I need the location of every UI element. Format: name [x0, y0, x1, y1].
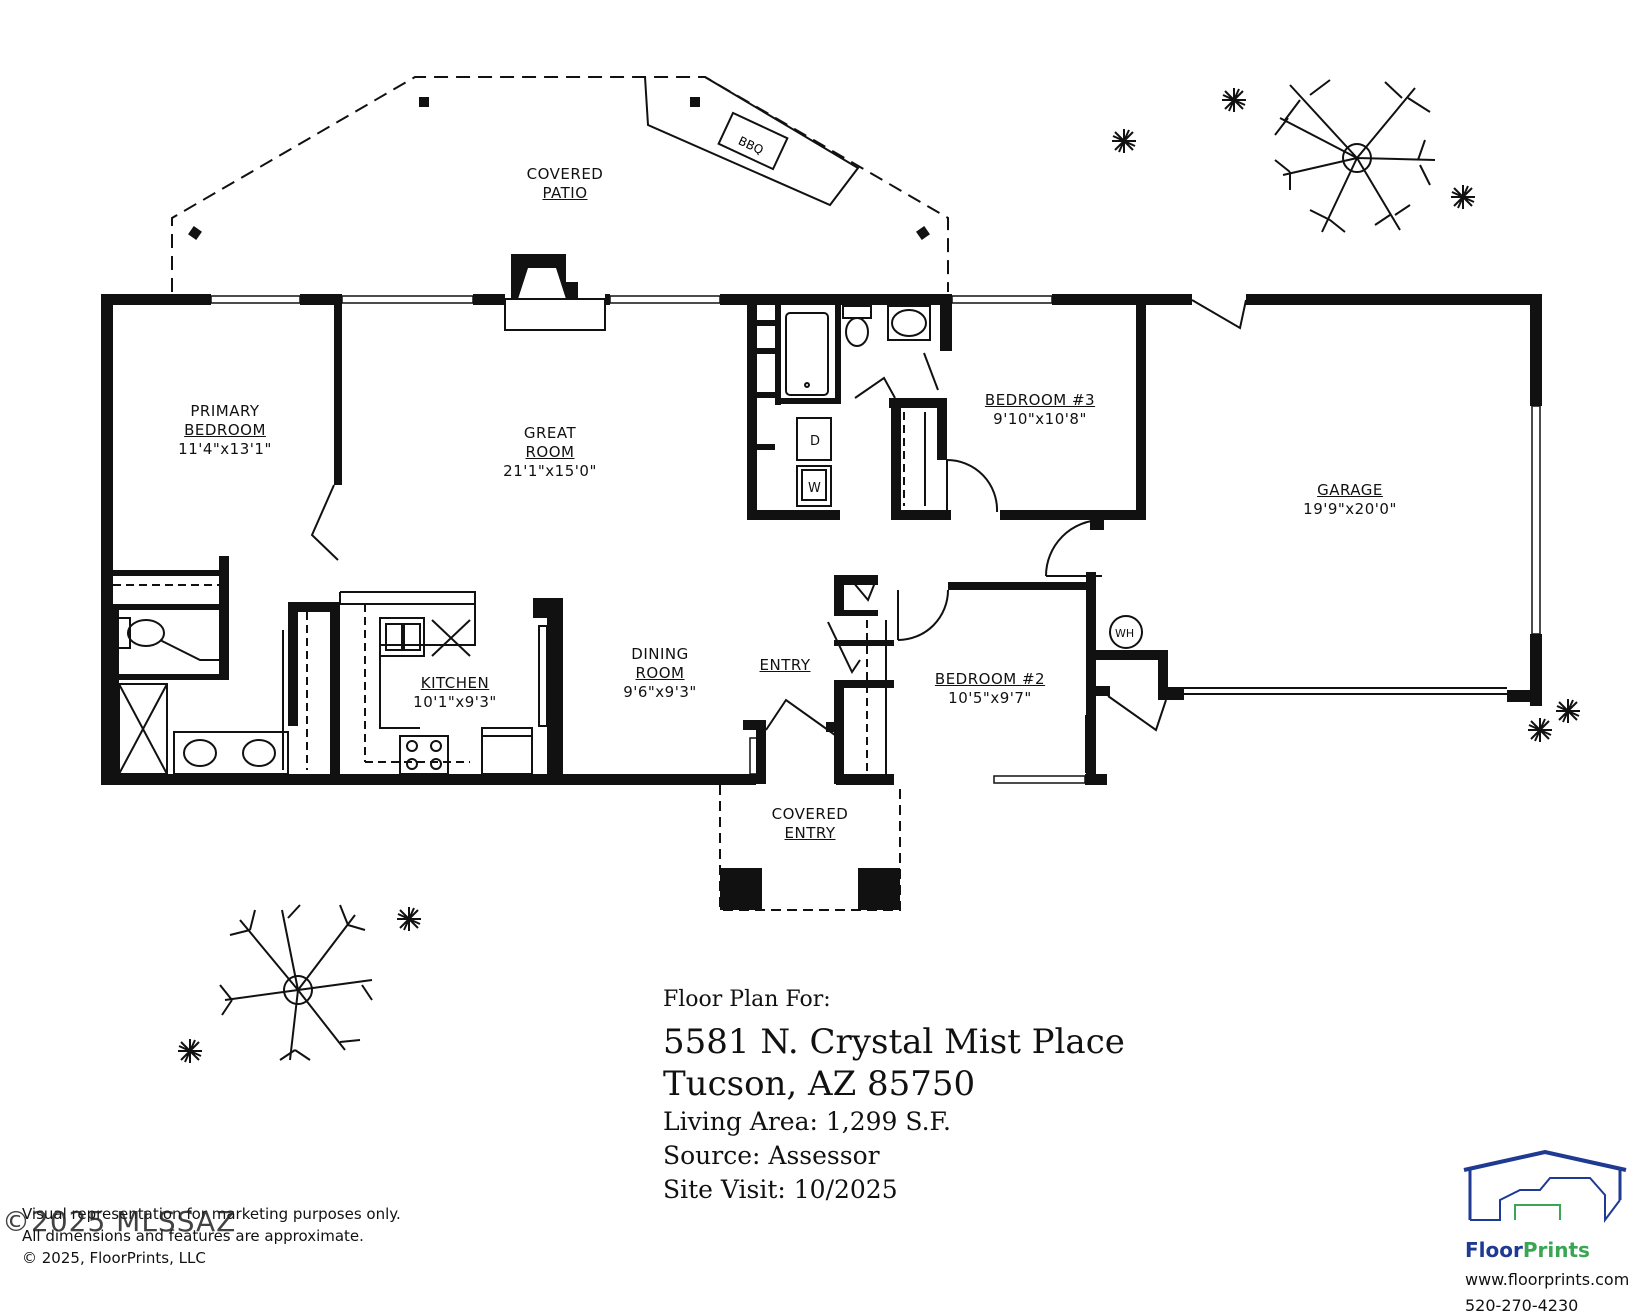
shrubs [178, 88, 1580, 1063]
address-line2: Tucson, AZ 85750 [663, 1064, 976, 1104]
covered-entry-line2: ENTRY [784, 824, 836, 842]
primary-bedroom-label: PRIMARY BEDROOM 11'4"x13'1" [170, 402, 280, 459]
disclaimer-line2: All dimensions and features are approxim… [22, 1227, 364, 1245]
primary-bedroom-line1: PRIMARY [190, 402, 260, 420]
entry-line1: ENTRY [759, 656, 811, 674]
dryer-label: D [810, 434, 820, 449]
floor-plan-drawing: BBQ [101, 76, 1580, 1063]
covered-patio-line1: COVERED [526, 165, 604, 183]
kitchen-dim: 10'1"x9'3" [413, 693, 497, 711]
address-line1: 5581 N. Crystal Mist Place [663, 1022, 1125, 1062]
windows [103, 295, 1541, 784]
bedroom2-label: BEDROOM #2 10'5"x9'7" [930, 670, 1050, 708]
fireplace [504, 254, 606, 331]
interior-walls [113, 294, 1184, 784]
great-room-label: GREAT ROOM 21'1"x15'0" [490, 424, 610, 481]
copyright: © 2025, FloorPrints, LLC [22, 1249, 206, 1267]
watermark: ©2025 MLSSAZ [2, 1205, 237, 1238]
brand-phone: 520-270-4230 [1465, 1296, 1579, 1315]
primary-bedroom-dim: 11'4"x13'1" [178, 440, 272, 458]
water-heater-label: WH [1115, 627, 1134, 640]
brand-url[interactable]: www.floorprints.com [1465, 1270, 1630, 1289]
fixtures-outline [113, 299, 1507, 911]
great-room-line1: GREAT [523, 424, 577, 442]
garage-line1: GARAGE [1317, 481, 1383, 499]
bedroom3-line1: BEDROOM #3 [984, 391, 1096, 409]
disclaimer-line1: Visual representation for marketing purp… [22, 1205, 401, 1223]
entry-posts [720, 868, 900, 910]
floorprints-logo-icon [1463, 1150, 1627, 1223]
primary-bedroom-line2: BEDROOM [184, 421, 266, 439]
great-room-line2: ROOM [525, 443, 575, 461]
water-heater-shape [1109, 615, 1143, 649]
great-room-dim: 21'1"x15'0" [503, 462, 597, 480]
covered-patio-line2: PATIO [542, 184, 588, 202]
dining-room-label: DINING ROOM 9'6"x9'3" [610, 645, 710, 702]
dining-room-line2: ROOM [635, 664, 685, 682]
washer-label: W [808, 481, 821, 496]
garage-label: GARAGE 19'9"x20'0" [1290, 481, 1410, 519]
garage-dim: 19'9"x20'0" [1303, 500, 1397, 518]
patio-posts [188, 97, 930, 240]
brand-name-a: Floor [1465, 1238, 1523, 1262]
tree-large-top-right [1274, 79, 1436, 233]
entry-label: ENTRY [745, 656, 825, 675]
bedroom2-line1: BEDROOM #2 [934, 670, 1046, 688]
tree-large-bottom-left [219, 904, 373, 1061]
disclaimer: Visual representation for marketing purp… [22, 1203, 401, 1247]
dining-room-dim: 9'6"x9'3" [623, 683, 697, 701]
floor-plan-for-label: Floor Plan For: [663, 987, 831, 1012]
covered-patio-label: COVERED PATIO [520, 165, 610, 203]
source: Source: Assessor [663, 1141, 880, 1170]
tub-drain [804, 382, 810, 388]
bbq-counter [644, 76, 860, 207]
covered-entry-line1: COVERED [771, 805, 849, 823]
kitchen-line1: KITCHEN [420, 674, 490, 692]
property-info: Floor Plan For: 5581 N. Crystal Mist Pla… [663, 985, 1125, 1207]
brand-name: FloorPrints [1465, 1238, 1590, 1262]
site-visit: Site Visit: 10/2025 [663, 1175, 898, 1204]
bedroom3-label: BEDROOM #3 9'10"x10'8" [980, 391, 1100, 429]
bedroom3-dim: 9'10"x10'8" [993, 410, 1087, 428]
dining-room-line1: DINING [631, 645, 689, 663]
kitchen-label: KITCHEN 10'1"x9'3" [405, 674, 505, 712]
bedroom2-dim: 10'5"x9'7" [948, 689, 1032, 707]
living-area: Living Area: 1,299 S.F. [663, 1107, 951, 1136]
covered-entry-label: COVERED ENTRY [760, 805, 860, 843]
brand-name-b: Prints [1522, 1238, 1590, 1262]
